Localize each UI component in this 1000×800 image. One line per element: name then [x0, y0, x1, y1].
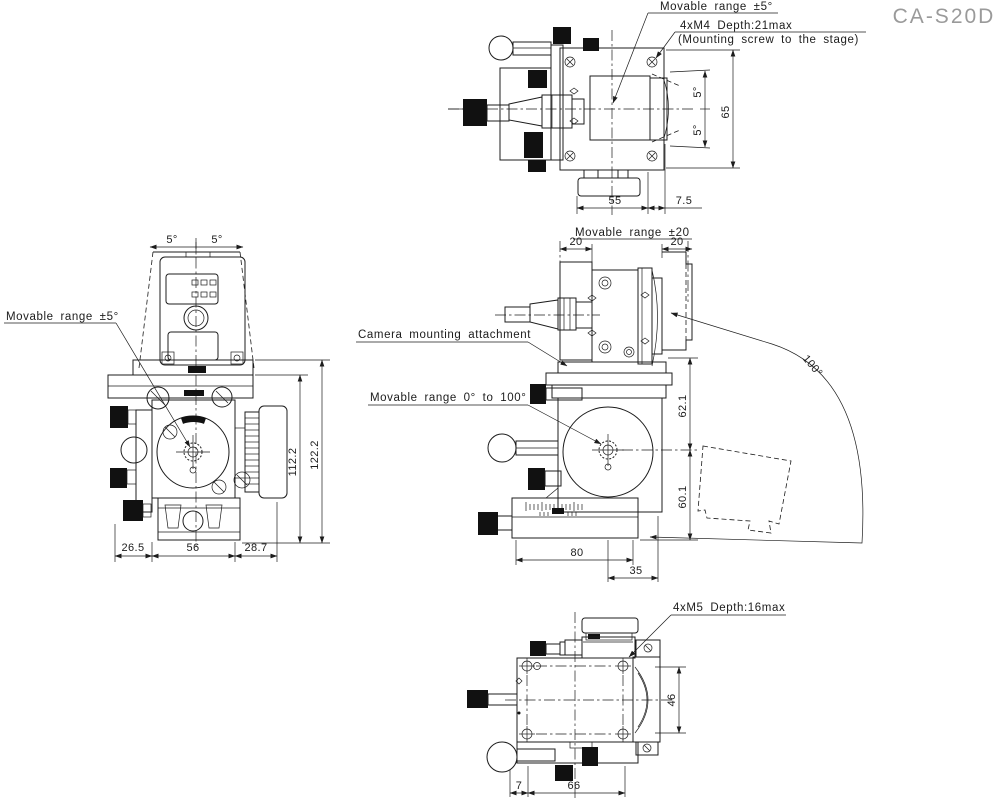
- camera-body-front: [159, 256, 246, 366]
- dim-front-height-stage: 112.2: [287, 448, 299, 477]
- label-movable-range-rotation: Movable range 0° to 100°: [370, 392, 526, 404]
- dim-front-tilt-left: 5°: [166, 234, 177, 246]
- label-camera-attachment: Camera mounting attachment: [358, 329, 531, 341]
- front-view: 5° 5°: [4, 234, 330, 562]
- side-view: Movable range ±20 20 20: [356, 227, 864, 582]
- dim-front-width-left: 26.5: [121, 542, 144, 554]
- dim-top-height: 65: [720, 105, 732, 118]
- mounting-screws: [519, 658, 631, 742]
- lock-knob: [553, 27, 571, 44]
- dim-front-height-total: 122.2: [309, 440, 321, 470]
- dim-side-travel-left: 20: [569, 236, 582, 248]
- dial-pivot: [176, 435, 210, 474]
- dim-top-tilt-lower: 5°: [692, 124, 704, 135]
- label-top-movable-range: Movable range ±5°: [660, 1, 773, 13]
- camera-lens-ring: [183, 305, 209, 331]
- lock-knob: [583, 38, 599, 51]
- dim-side-height-upper: 62.1: [677, 394, 689, 417]
- dim-top-tilt-upper: 5°: [692, 86, 704, 97]
- corner-screws: [564, 56, 658, 162]
- dim-front-tilt-right: 5°: [211, 234, 222, 246]
- dim-top-width: 55: [608, 195, 621, 207]
- top-view: Movable range ±5° 4xM4 Depth:21max (Moun…: [448, 1, 866, 215]
- ball-handle-side-view: [487, 433, 517, 463]
- lock-knob: [528, 70, 547, 88]
- label-side-movable-range-linear: Movable range ±20: [575, 227, 690, 239]
- label-bottom-screw-spec: 4xM5 Depth:16max: [673, 602, 785, 614]
- vernier-scale: [525, 502, 583, 516]
- lock-knob: [524, 132, 543, 158]
- bottom-view: 4xM5 Depth:16max: [467, 602, 786, 798]
- dim-bottom-width: 66: [567, 780, 580, 792]
- phantom-rotated-body: [697, 445, 792, 534]
- dim-side-rotation-angle: 100°: [800, 353, 825, 379]
- label-top-screw-spec: 4xM4 Depth:21max: [680, 20, 792, 32]
- dim-bottom-offset: 7: [516, 780, 523, 792]
- dim-side-height-lower: 60.1: [677, 485, 689, 508]
- dim-front-width-right: 28.7: [244, 542, 267, 554]
- camera-buttons: [191, 279, 217, 298]
- dim-side-pivot-offset: 35: [629, 565, 642, 577]
- rotation-pivot: [592, 434, 624, 471]
- dim-side-travel-right: 20: [670, 236, 683, 248]
- dim-front-width-center: 56: [186, 542, 199, 554]
- lock-knob: [528, 160, 546, 172]
- drawing-title: CA-S20D: [893, 5, 996, 28]
- rotation-arc: [649, 312, 864, 544]
- label-top-screw-note: (Mounting screw to the stage): [678, 34, 859, 46]
- dim-top-side-offset: 7.5: [676, 195, 693, 207]
- dim-side-base-width: 80: [570, 547, 583, 559]
- drive-shaft-top-view: [448, 94, 585, 129]
- dim-bottom-mount-height: 46: [666, 693, 678, 706]
- ball-handle-top-view: [488, 35, 514, 61]
- label-front-movable-range: Movable range ±5°: [6, 311, 119, 323]
- side-knob: [120, 436, 148, 464]
- ball-handle-bottom-view: [486, 741, 518, 773]
- drive-shaft-side-view: [495, 297, 600, 331]
